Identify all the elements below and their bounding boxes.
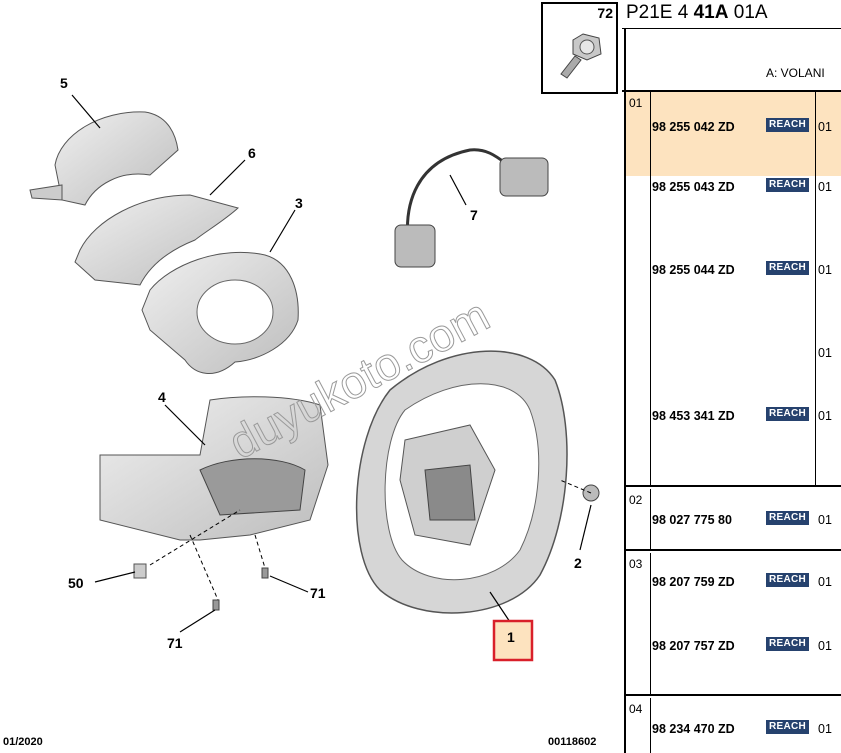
part-71-screw — [212, 567, 269, 611]
callout-71[interactable]: 71 — [167, 635, 183, 651]
group-number: 03 — [629, 557, 643, 571]
callout-1-highlight-box — [492, 619, 534, 662]
callout-1[interactable]: 1 — [507, 629, 515, 645]
reach-badge: REACH — [766, 573, 810, 587]
part-row[interactable]: 98 255 044 ZD REACH 01 — [652, 261, 839, 279]
callout-50[interactable]: 50 — [68, 575, 84, 591]
bolt-icon — [560, 33, 602, 79]
part-6-trim — [74, 194, 240, 286]
footer-date: 01/2020 — [3, 736, 43, 748]
group-01-highlight — [626, 92, 841, 176]
quantity: 01 — [818, 180, 832, 194]
part-row[interactable]: 98 234 470 ZD REACH 01 — [652, 720, 839, 738]
reach-badge: REACH — [766, 720, 810, 734]
divider — [815, 92, 816, 485]
callout-4[interactable]: 4 — [158, 389, 166, 405]
part-row[interactable]: 98 255 042 ZD REACH 01 — [652, 118, 839, 136]
group-01: 01 98 255 042 ZD REACH 01 98 255 043 ZD … — [626, 92, 841, 487]
divider — [624, 28, 626, 753]
divider — [650, 489, 651, 549]
part-number: 98 255 042 ZD — [652, 120, 735, 134]
exploded-parts-diagram: duyukoto.com 5 6 3 7 4 2 50 71 71 1 — [29, 75, 600, 662]
part-number: 98 255 043 ZD — [652, 180, 735, 194]
reach-badge: REACH — [766, 261, 810, 275]
part-3-shroud — [141, 251, 299, 375]
reference-code: P21E 4 41A 01A — [626, 2, 768, 24]
part-row[interactable]: 98 207 759 ZD REACH 01 — [652, 573, 839, 591]
quantity: 01 — [818, 513, 832, 527]
part-7-switch-harness — [394, 148, 549, 268]
group-number: 02 — [629, 493, 643, 507]
reach-badge: REACH — [766, 511, 810, 525]
quantity: 01 — [818, 409, 832, 423]
callout-2[interactable]: 2 — [574, 555, 582, 571]
ref-prefix: P21E 4 — [626, 2, 694, 23]
callout-3[interactable]: 3 — [295, 195, 303, 211]
reach-badge: REACH — [766, 407, 810, 421]
ref-bold: 41A — [693, 2, 729, 23]
quantity: 01 — [818, 346, 832, 360]
part-2-bolt — [559, 479, 600, 502]
reach-badge: REACH — [766, 178, 810, 192]
group-04: 04 98 234 470 ZD REACH 01 — [626, 698, 841, 753]
quantity: 01 — [818, 120, 832, 134]
part-number: 98 207 759 ZD — [652, 575, 735, 589]
divider — [650, 553, 651, 694]
quantity: 01 — [818, 263, 832, 277]
part-number: 98 027 775 80 — [652, 513, 732, 527]
ref-suffix: 01A — [728, 2, 768, 23]
part-1-steering-wheel — [355, 350, 568, 614]
part-number: 98 453 341 ZD — [652, 409, 735, 423]
group-02: 02 98 027 775 80 REACH 01 — [626, 489, 841, 551]
part-number: 98 207 757 ZD — [652, 639, 735, 653]
quantity: 01 — [818, 722, 832, 736]
reach-badge: REACH — [766, 637, 810, 651]
group-03: 03 98 207 759 ZD REACH 01 98 207 757 ZD … — [626, 553, 841, 696]
part-50-clip — [133, 563, 147, 579]
group-number: 04 — [629, 702, 643, 716]
quantity: 01 — [818, 575, 832, 589]
callout-72: 72 — [597, 5, 613, 21]
divider — [650, 698, 651, 753]
reach-badge: REACH — [766, 118, 810, 132]
parts-table-panel: P21E 4 41A 01A A: VOLANI 01 98 255 042 Z… — [622, 0, 841, 753]
divider — [622, 28, 841, 29]
divider — [622, 90, 841, 92]
part-row[interactable]: 98 255 043 ZD REACH 01 — [652, 178, 839, 196]
divider — [650, 92, 651, 485]
quantity: 01 — [818, 639, 832, 653]
part-72-thumbnail[interactable]: 72 — [541, 2, 618, 94]
part-number: 98 255 044 ZD — [652, 263, 735, 277]
part-row[interactable]: 98 207 757 ZD REACH 01 — [652, 637, 839, 655]
footer-reference: 00118602 — [548, 736, 597, 748]
callout-71[interactable]: 71 — [310, 585, 326, 601]
section-caption: A: VOLANI — [766, 66, 825, 80]
part-4-column-base — [99, 396, 329, 541]
part-5-upper-cover — [29, 111, 179, 206]
callout-7[interactable]: 7 — [470, 207, 478, 223]
part-row[interactable]: 98 027 775 80 REACH 01 — [652, 511, 839, 529]
group-number: 01 — [629, 96, 643, 110]
callout-6[interactable]: 6 — [248, 145, 256, 161]
part-row[interactable]: 01 — [652, 344, 839, 362]
callout-5[interactable]: 5 — [60, 75, 68, 91]
part-row[interactable]: 98 453 341 ZD REACH 01 — [652, 407, 839, 425]
part-number: 98 234 470 ZD — [652, 722, 735, 736]
